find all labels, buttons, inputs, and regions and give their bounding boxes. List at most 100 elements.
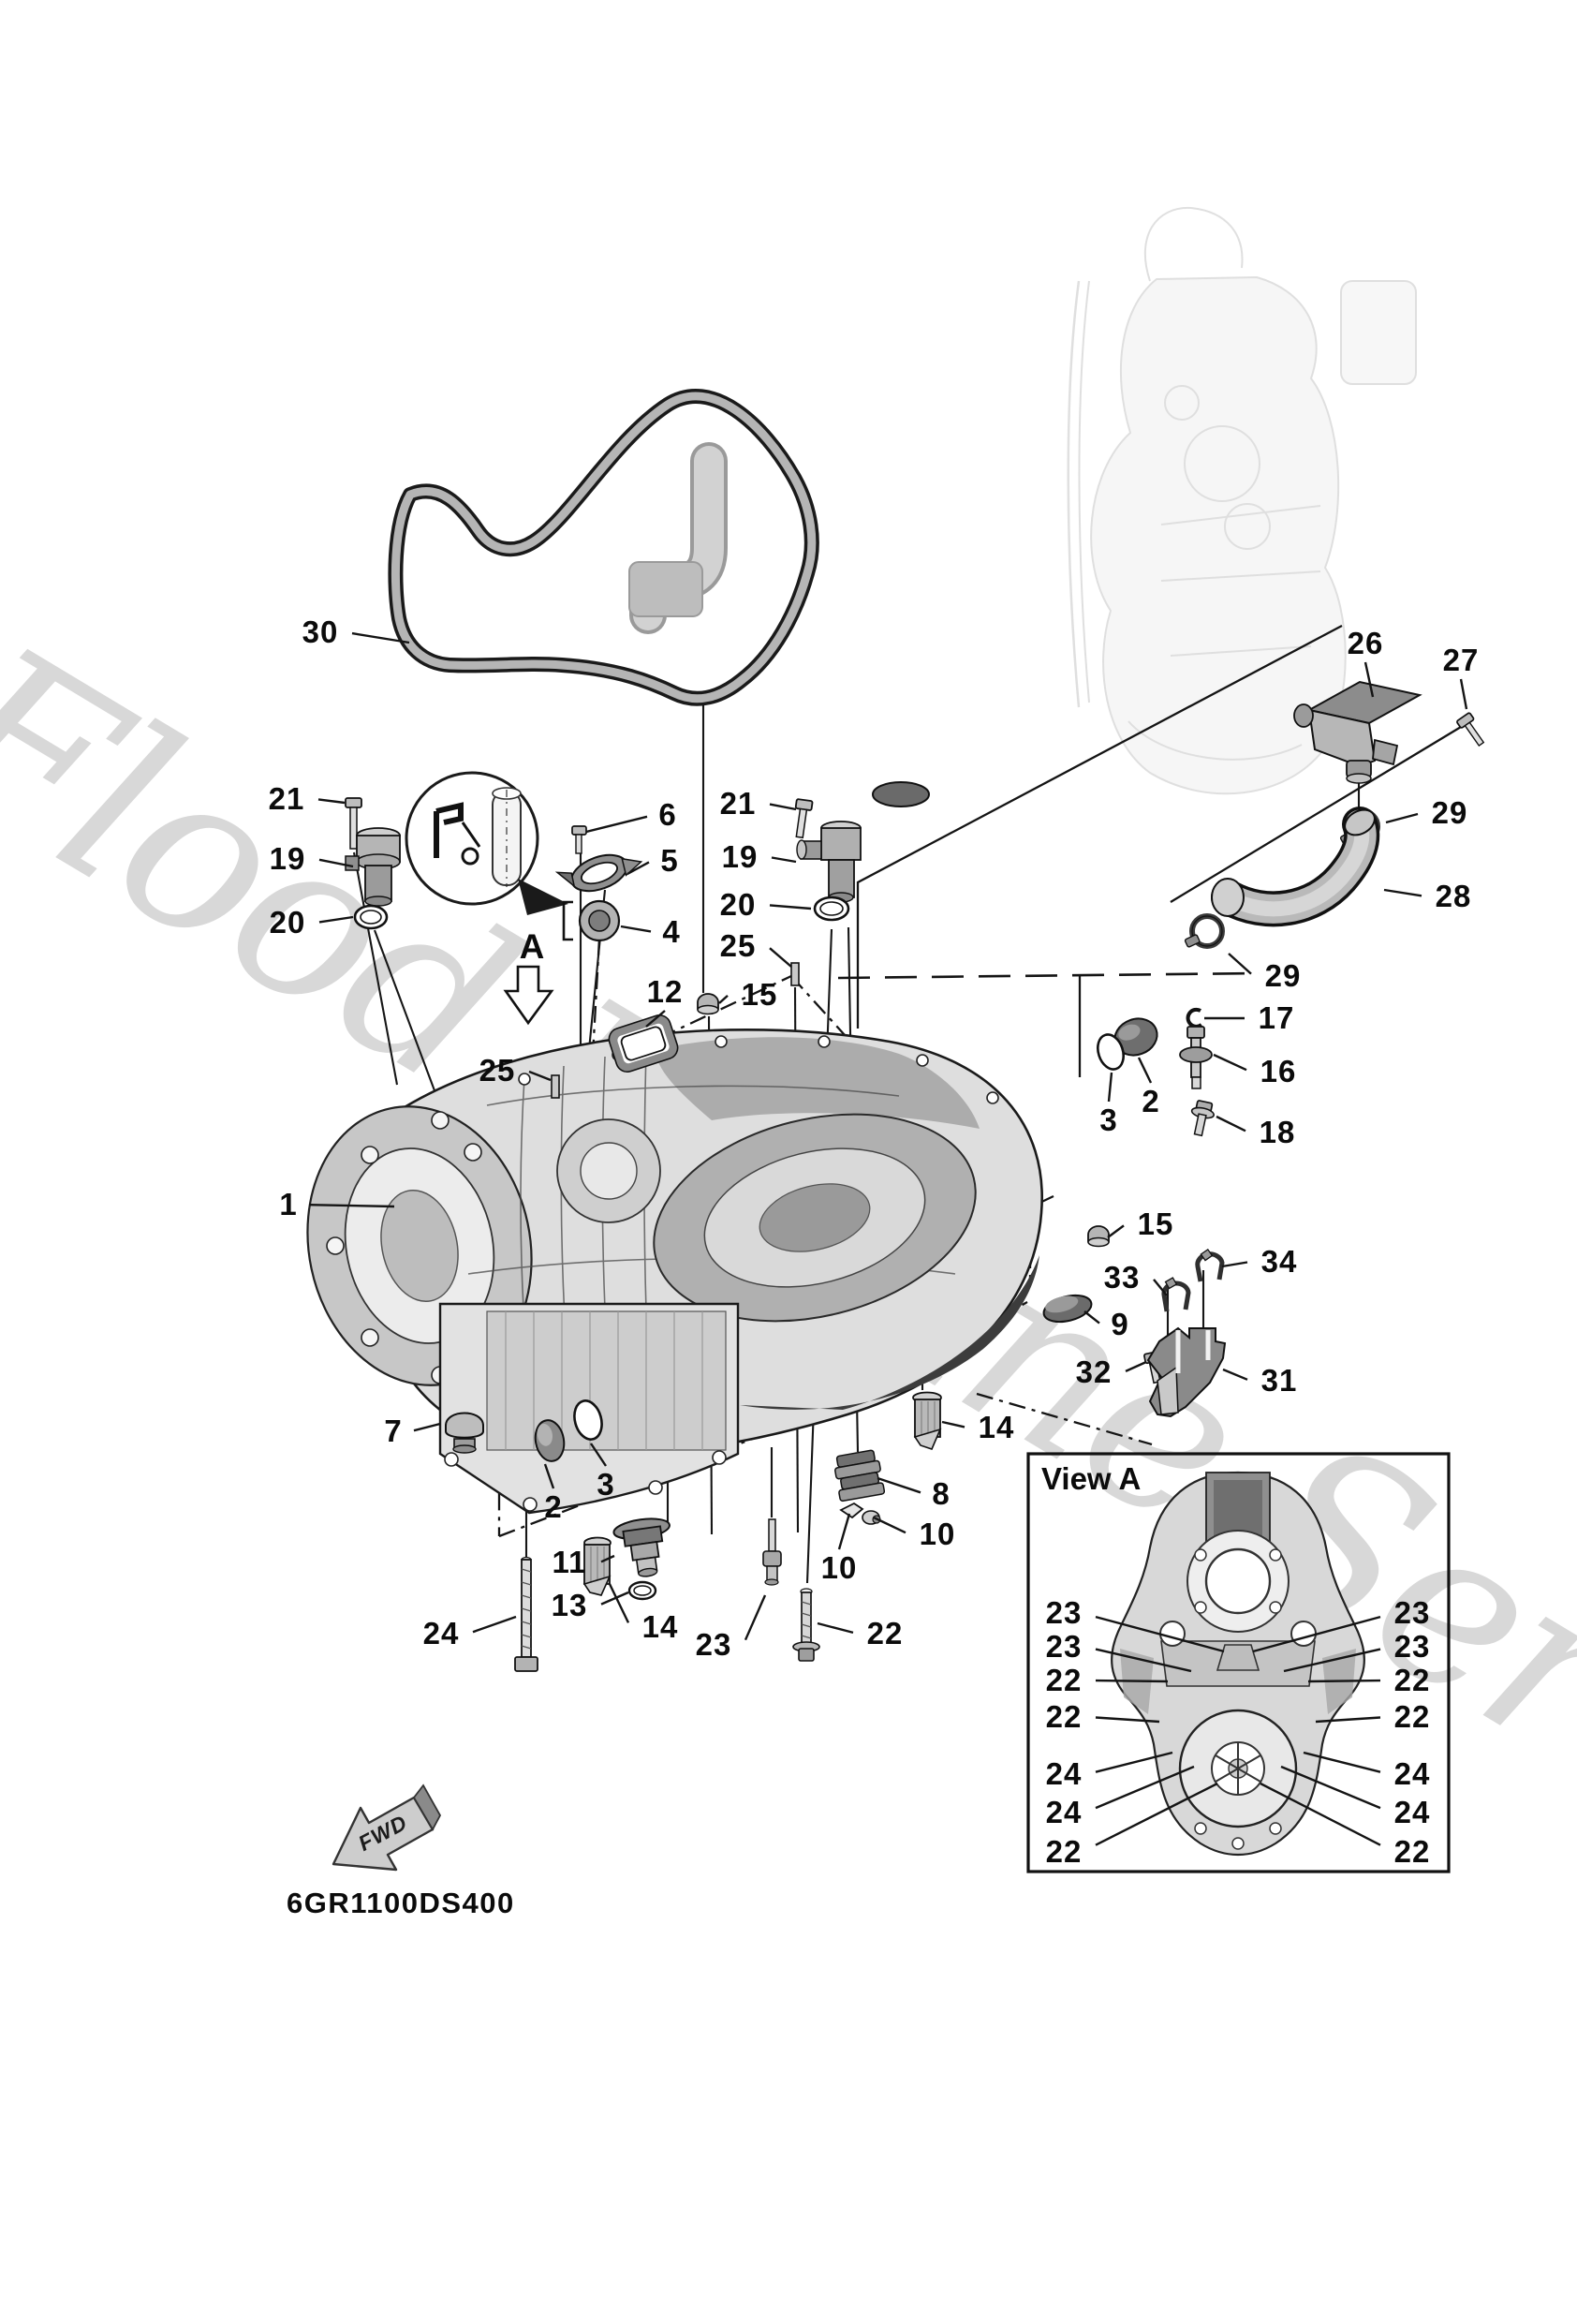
o-ring-20-left (353, 904, 389, 930)
part-callout-24: 24 (1393, 1756, 1431, 1791)
leader-line-33 (1153, 1279, 1168, 1296)
part-callout-22: 22 (1393, 1663, 1431, 1697)
sleeve-14-upper (912, 1391, 942, 1450)
leader-line-11 (600, 1554, 615, 1563)
part-callout-22: 22 (1045, 1699, 1083, 1734)
leader-line-24 (1303, 1751, 1381, 1773)
o-ring-20-right (813, 896, 850, 922)
nut-15-b (1087, 1225, 1110, 1248)
part-callout-5: 5 (660, 843, 679, 878)
leader-line-19 (771, 856, 797, 864)
bracket-31 (1146, 1326, 1227, 1418)
leader-line-23 (744, 1594, 767, 1641)
leader-line-23 (1252, 1615, 1381, 1653)
part-callout-15: 15 (1137, 1206, 1174, 1241)
leader-line-14 (608, 1583, 630, 1623)
gasket-5 (554, 853, 643, 893)
seal-3-upper (1097, 1033, 1125, 1071)
fitting-11 (612, 1517, 671, 1577)
part-callout-12: 12 (646, 974, 684, 1009)
part-callout-23: 23 (1393, 1595, 1431, 1630)
bushing-4 (562, 899, 621, 942)
clamp-29-lower (1184, 913, 1225, 949)
leader-line-22 (817, 1621, 854, 1635)
bolt-6 (571, 825, 587, 854)
part-callout-20: 20 (269, 905, 306, 940)
o-ring-13 (627, 1580, 657, 1601)
leader-line-21 (769, 803, 797, 811)
part-callout-29: 29 (1431, 795, 1468, 830)
bolt-21-left (345, 797, 362, 850)
part-callout-20: 20 (719, 887, 757, 922)
detail-inset-circle (405, 771, 568, 915)
stud-25-left (551, 1074, 560, 1099)
leader-line-22 (1260, 1782, 1381, 1846)
leader-line-28 (1383, 888, 1422, 897)
part-callout-1: 1 (279, 1187, 298, 1221)
leader-line-2 (543, 1463, 555, 1489)
leader-line-22 (1095, 1782, 1218, 1846)
part-callout-27: 27 (1442, 643, 1480, 677)
fwd-arrow (332, 1784, 442, 1872)
detail-view-letter: A (519, 927, 545, 966)
leader-line-15 (1107, 1224, 1125, 1238)
part-callout-3: 3 (1099, 1103, 1118, 1137)
part-callout-29: 29 (1264, 958, 1302, 993)
callout-leader-lines (308, 631, 1468, 1846)
grommet-9 (1042, 1294, 1093, 1324)
part-callout-22: 22 (1393, 1834, 1431, 1869)
muffler-26 (1293, 680, 1422, 784)
drawing-code: 6GR1100DS400 (287, 1887, 515, 1919)
leader-line-14 (941, 1420, 965, 1428)
part-callout-25: 25 (479, 1053, 516, 1088)
leader-line-12 (645, 1010, 666, 1028)
leader-line-24 (1280, 1765, 1381, 1810)
part-callout-31: 31 (1260, 1363, 1298, 1398)
part-callout-17: 17 (1258, 1000, 1295, 1035)
leader-line-13 (600, 1591, 629, 1606)
part-callout-23: 23 (1045, 1629, 1083, 1664)
part-callout-19: 19 (269, 841, 306, 876)
part-callout-23: 23 (695, 1627, 732, 1662)
leader-line-3 (590, 1443, 607, 1467)
leader-line-9 (1083, 1310, 1100, 1325)
part-callout-34: 34 (1260, 1244, 1298, 1279)
leader-line-22 (1307, 1679, 1381, 1683)
leader-line-1 (308, 1204, 395, 1208)
fitting-19-left (345, 827, 401, 907)
leader-line-29 (1385, 812, 1419, 824)
bolt-18 (1190, 1100, 1215, 1137)
part-callout-15: 15 (741, 977, 778, 1012)
part-callout-28: 28 (1435, 879, 1472, 913)
leader-line-27 (1459, 678, 1468, 710)
leader-line-25 (528, 1070, 552, 1082)
leader-line-23 (1095, 1648, 1192, 1673)
part-callout-22: 22 (1393, 1699, 1431, 1734)
leader-line-30 (351, 631, 410, 644)
bolt-22-glyph (792, 1588, 820, 1662)
leader-line-20 (769, 904, 812, 910)
part-callout-2: 2 (544, 1489, 563, 1524)
part-callout-21: 21 (719, 786, 757, 821)
plug-7 (445, 1412, 484, 1454)
leader-line-29 (1228, 953, 1252, 975)
leader-line-5 (626, 861, 650, 876)
part-callout-24: 24 (422, 1616, 460, 1650)
view-direction-arrow (503, 965, 554, 1026)
view-a-title: View A (1041, 1461, 1142, 1496)
part-callout-16: 16 (1260, 1054, 1297, 1088)
alignment-solid-lines (856, 624, 1471, 1077)
nut-15-a (697, 993, 719, 1015)
bolt-27 (1456, 712, 1485, 748)
part-callout-13: 13 (551, 1588, 588, 1622)
part-callout-3: 3 (597, 1467, 615, 1502)
ghost-engine-illustration (1067, 206, 1417, 795)
leader-line-23 (1283, 1648, 1381, 1673)
part-callout-19: 19 (721, 839, 759, 874)
leader-line-19 (318, 858, 354, 868)
sleeve-14-lower (582, 1536, 612, 1596)
leader-line-2 (1137, 1057, 1153, 1084)
